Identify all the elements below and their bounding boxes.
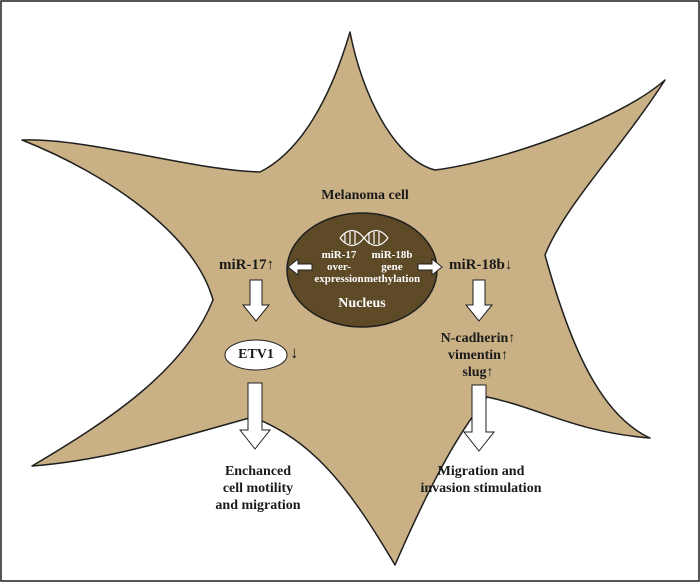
marker-vimentin: vimentin↑: [448, 348, 508, 363]
marker-slug: slug↑: [462, 365, 494, 380]
nucleus-label: Nucleus: [338, 296, 386, 311]
left-outcome-line-2: cell motility: [222, 481, 294, 496]
mir18b-label: miR-18b↓: [449, 258, 512, 273]
mir18b-name: miR-18b: [449, 257, 505, 273]
nucleus-right-line-1: miR-18b: [371, 249, 413, 261]
cell-label: Melanoma cell: [321, 188, 409, 203]
nucleus-left-line-1: miR-17: [321, 249, 357, 261]
nucleus-left-line-3: expression: [314, 273, 364, 285]
dna-helix-icon: [339, 229, 389, 247]
marker-n-cadherin: N-cadherin↑: [440, 331, 516, 346]
emt-markers: N-cadherin↑ vimentin↑ slug↑: [441, 330, 516, 381]
etv1-down-arrow: ↓: [290, 343, 299, 362]
etv1-label: ETV1: [238, 347, 274, 362]
mir17-name: miR-17: [219, 257, 267, 273]
arrow-nucleus-to-mir17: [287, 257, 313, 277]
nucleus-right-line-3: methylation: [363, 273, 421, 285]
mir18b-down-arrow: ↓: [504, 257, 513, 273]
nucleus-left-text: miR-17 over- expression: [314, 249, 363, 285]
etv1-ellipse: [224, 339, 288, 371]
mir17-label: miR-17↑: [219, 258, 274, 273]
nucleus-left-line-2: over-: [326, 261, 352, 273]
mir17-up-arrow: ↑: [266, 257, 275, 273]
left-outcome-line-3: and migration: [215, 498, 301, 513]
left-outcome: Enchanced cell motility and migration: [215, 463, 300, 514]
nucleus-right-text: miR-18b gene methylation: [364, 249, 420, 285]
arrow-mir18b-to-markers: [464, 279, 494, 322]
right-outcome-line-1: Migration and: [437, 464, 525, 479]
nucleus-right-line-2: gene: [381, 261, 403, 273]
arrow-etv1-to-outcome: [238, 382, 272, 450]
left-outcome-line-1: Enchanced: [224, 464, 292, 479]
right-outcome-line-2: invasion stimulation: [420, 481, 542, 496]
arrow-mir17-to-etv1: [241, 279, 271, 322]
arrow-markers-to-outcome: [462, 384, 496, 452]
arrow-nucleus-to-mir18b: [417, 257, 443, 277]
right-outcome: Migration and invasion stimulation: [421, 463, 542, 497]
